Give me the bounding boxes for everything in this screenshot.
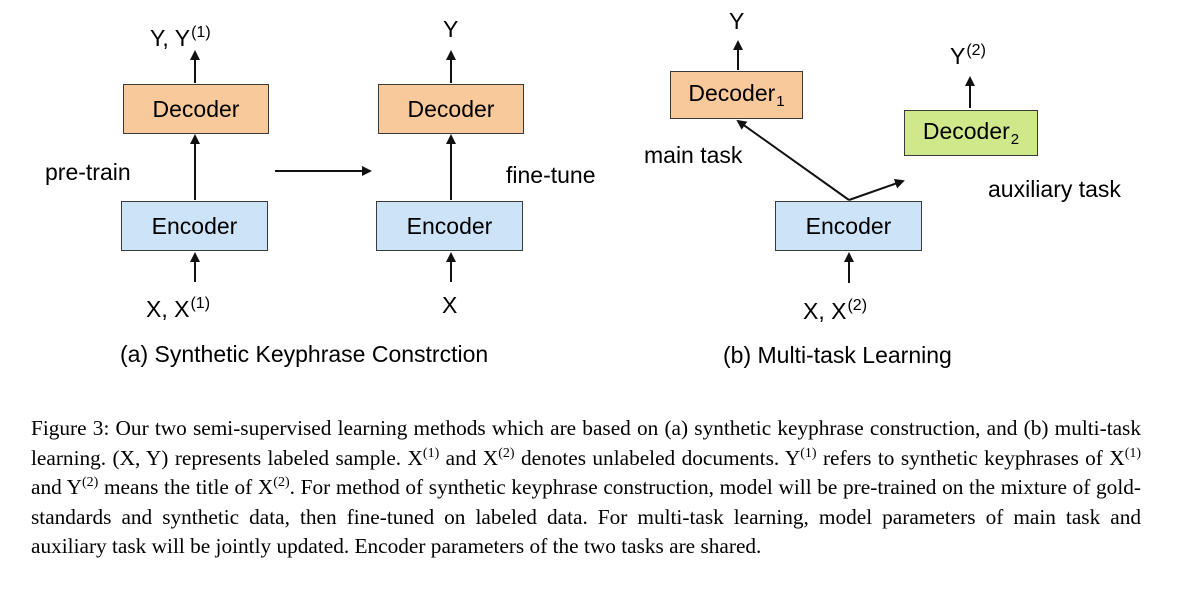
- a2-decoder-label: Decoder: [407, 95, 495, 122]
- auxiliary-task-label: auxiliary task: [988, 176, 1121, 202]
- a-output-base: Y, Y: [150, 25, 191, 51]
- a2-encoder-box: Encoder: [376, 201, 523, 251]
- a2-encoder-label: Encoder: [406, 212, 493, 239]
- caption-sup: (1): [422, 445, 440, 461]
- pretrain-label: pre-train: [45, 159, 131, 185]
- b-input-base: X, X: [803, 298, 847, 324]
- a2-input-label: X: [442, 292, 458, 318]
- a-output-label: Y, Y(1): [150, 20, 211, 51]
- b-decoder2-output-sup: (2): [966, 42, 986, 59]
- caption-part: and Y: [31, 475, 82, 499]
- a-input-sup: (1): [190, 295, 211, 312]
- b-input-sup: (2): [847, 297, 868, 314]
- arrow-b-encoder-to-decoder1: [736, 119, 850, 201]
- caption-part: means the title of X: [98, 475, 274, 499]
- caption-sup: (2): [273, 475, 290, 490]
- b-decoder1-box: Decoder1: [670, 71, 803, 119]
- caption-sup: (2): [82, 475, 99, 490]
- a-output-sup: (1): [191, 24, 211, 41]
- b-decoder2-sub: 2: [1010, 131, 1020, 148]
- b-decoder2-base: Decoder: [922, 118, 1010, 144]
- b-decoder1-base: Decoder: [688, 80, 776, 106]
- subcaption-b: (b) Multi-task Learning: [723, 342, 952, 368]
- a-decoder-label: Decoder: [152, 95, 240, 122]
- caption-part: denotes unlabeled documents. Y: [514, 445, 801, 470]
- b-decoder2-label: Decoder2: [923, 118, 1019, 148]
- arrow-b-encoder-to-decoder2: [848, 178, 905, 201]
- caption-sup: (1): [800, 445, 817, 461]
- subcaption-a: (a) Synthetic Keyphrase Constrction: [120, 341, 489, 367]
- caption-part: . For method of synthetic keyphrase cons…: [31, 475, 1141, 558]
- b-decoder2-box: Decoder2: [904, 110, 1038, 156]
- caption-part: Figure 3: Our two semi-supervised learni…: [31, 416, 1141, 470]
- b-decoder2-output-label: Y(2): [950, 38, 986, 69]
- caption-sup: (1): [1124, 445, 1142, 461]
- figure-caption: Figure 3: Our two semi-supervised learni…: [31, 414, 1141, 562]
- a2-output-label: Y: [443, 16, 459, 42]
- a-decoder-box: Decoder: [123, 84, 269, 134]
- a-encoder-label: Encoder: [151, 212, 238, 239]
- caption-part: refers to synthetic keyphrases of X: [816, 445, 1125, 470]
- caption-sup: (2): [498, 445, 515, 461]
- b-encoder-box: Encoder: [775, 201, 922, 251]
- a-input-label: X, X(1): [146, 291, 210, 322]
- b-input-label: X, X(2): [803, 293, 867, 324]
- arrows-layer: [190, 40, 975, 283]
- caption-part: and X: [439, 445, 499, 470]
- b-decoder2-output-base: Y: [950, 43, 966, 69]
- a2-decoder-box: Decoder: [378, 84, 524, 134]
- a-input-base: X, X: [146, 296, 190, 322]
- b-encoder-label: Encoder: [805, 212, 892, 239]
- finetune-label: fine-tune: [506, 162, 596, 188]
- b-decoder1-sub: 1: [776, 93, 785, 110]
- b-decoder1-label: Decoder1: [688, 80, 784, 110]
- a-encoder-box: Encoder: [121, 201, 268, 251]
- main-task-label: main task: [644, 142, 743, 168]
- b-output-label: Y: [729, 8, 745, 34]
